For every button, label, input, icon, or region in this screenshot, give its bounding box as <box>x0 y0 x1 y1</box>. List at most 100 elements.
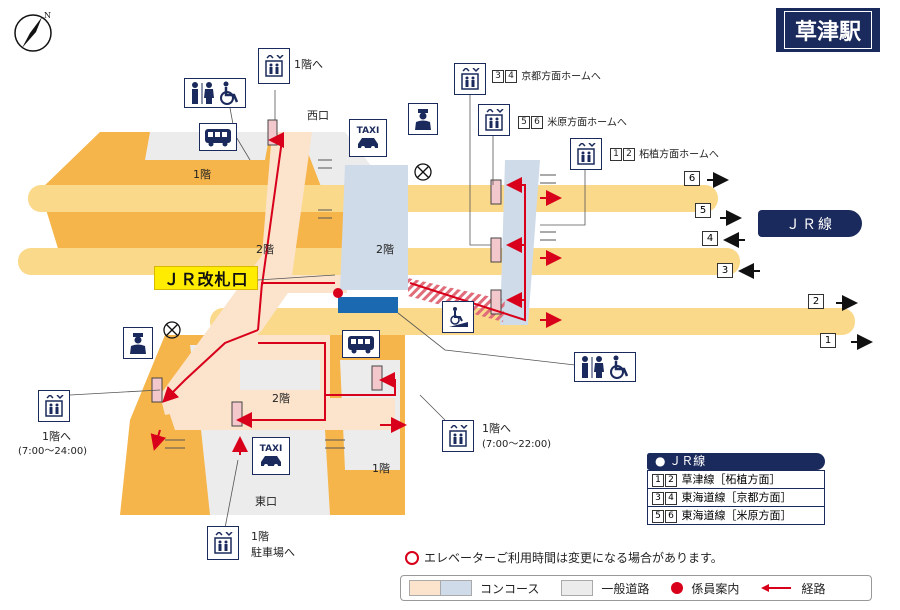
elevator-marker-icon <box>405 550 419 565</box>
legend-number: 6 <box>665 509 677 523</box>
swatch-concourse-blue <box>440 580 472 596</box>
elevator-label-bottom-1: 1階 <box>251 530 269 543</box>
taxi-icon: TAXI <box>349 119 387 157</box>
note-text: エレベーターご利用時間は変更になる場合があります。 <box>424 551 723 565</box>
platform-number: 5 <box>518 116 530 129</box>
legend-row-text: 東海道線［京都方面］ <box>681 491 792 504</box>
track-number-2: 2 <box>808 294 824 309</box>
elevator-label-top: 1階へ <box>294 58 323 71</box>
elevator-shaft-p12 <box>490 289 502 315</box>
platform-number: 3 <box>492 70 504 83</box>
map-key: コンコース 一般道路 係員案内 経路 <box>400 575 872 601</box>
wheelchair-icon <box>610 355 629 379</box>
key-road: 一般道路 <box>601 581 650 596</box>
track-number-5: 5 <box>695 203 711 218</box>
station-title: 草津駅 <box>776 8 880 52</box>
track-number-3: 3 <box>717 263 733 278</box>
svg-text:N: N <box>44 11 51 20</box>
toilet-facility-east <box>574 352 636 382</box>
no-entry-icon <box>163 163 432 339</box>
legend-row-text: 東海道線［米原方面］ <box>681 509 792 522</box>
floor-label-2f-left: 2階 <box>256 243 274 256</box>
platform-number: 1 <box>610 148 622 161</box>
ticket-gate-label: ＪＲ改札口 <box>154 266 258 290</box>
track-number-6: 6 <box>684 171 700 186</box>
elevator-shaft-right <box>371 365 383 391</box>
legend-title: ● ＪＲ線 <box>647 453 825 470</box>
platform-12 <box>210 308 855 335</box>
legend-number: 1 <box>652 473 664 487</box>
toilet-icon <box>582 356 604 378</box>
elevator-hours-note: エレベーターご利用時間は変更になる場合があります。 <box>405 549 723 566</box>
west-exit-label: 西口 <box>307 109 329 122</box>
floor-label-1f-west: 1階 <box>193 168 211 181</box>
elevator-icon <box>478 104 510 136</box>
key-concourse: コンコース <box>480 581 540 596</box>
platform-number: 6 <box>531 116 543 129</box>
station-staff-icon <box>408 103 438 135</box>
floor-label-2f-concourse: 2階 <box>376 243 394 256</box>
route-arrow-icon <box>761 584 792 592</box>
elevator-icon <box>207 526 239 560</box>
taxi-text: TAXI <box>356 126 380 136</box>
ticket-office <box>338 297 398 313</box>
legend-number: 5 <box>652 509 664 523</box>
elevator-icon <box>442 420 474 452</box>
elevator-label-p12-text: 柘植方面ホームへ <box>639 149 719 161</box>
legend-number: 4 <box>665 491 677 505</box>
toilet-icon <box>192 82 214 104</box>
elevator-label-left-2: (7:00～24:00) <box>18 446 88 457</box>
station-name: 草津駅 <box>783 11 872 49</box>
track-number-1: 1 <box>820 333 836 348</box>
elevator-label-bottom-2: 駐車場へ <box>251 546 295 559</box>
legend-row-text: 草津線［柘植方面］ <box>681 473 781 486</box>
toilet-facility-west <box>184 78 246 108</box>
elevator-label-p56-text: 米原方面ホームへ <box>547 117 627 129</box>
floor-label-2f-east: 2階 <box>272 392 290 405</box>
elevator-icon <box>454 63 486 95</box>
elevator-label-right-2: (7:00～22:00) <box>482 439 552 450</box>
east-exit-label: 東口 <box>255 495 277 508</box>
jr-line-badge: ＪＲ線 <box>758 210 862 237</box>
elevator-shaft-top <box>267 119 278 146</box>
elevator-label-p34-text: 京都方面ホームへ <box>521 71 601 83</box>
bus-icon <box>199 123 237 151</box>
track-number-4: 4 <box>702 231 718 246</box>
ramp <box>408 278 505 322</box>
bus-icon <box>342 330 380 358</box>
key-staff: 係員案内 <box>691 581 740 596</box>
wheelchair-icon <box>220 81 239 105</box>
elevator-icon <box>38 390 70 422</box>
key-route: 経路 <box>801 581 826 596</box>
legend-number: 2 <box>665 473 677 487</box>
floor-label-1f-east: 1階 <box>372 462 390 475</box>
legend-number: 3 <box>652 491 664 505</box>
legend-title-text: ＪＲ線 <box>669 454 706 468</box>
concourse-blue <box>340 165 408 290</box>
compass-icon: N <box>14 11 52 52</box>
swatch-concourse-pink <box>409 580 441 596</box>
platform-number: 2 <box>623 148 635 161</box>
elevator-shaft-bottom <box>231 401 243 427</box>
staff-dot-icon <box>671 582 684 594</box>
elevator-label-left-1: 1階へ <box>42 430 71 443</box>
elevator-label-right-1: 1階へ <box>482 422 511 435</box>
taxi-text: TAXI <box>259 444 283 454</box>
elevator-shaft-p34 <box>490 237 502 263</box>
platform-number: 4 <box>505 70 517 83</box>
elevator-shaft-p56 <box>490 179 502 205</box>
staff-dot <box>333 288 343 298</box>
taxi-icon: TAXI <box>252 437 290 475</box>
station-staff-icon <box>123 327 153 359</box>
elevator-icon <box>570 138 602 170</box>
elevator-icon <box>258 48 290 84</box>
swatch-road <box>561 580 594 596</box>
ramp-icon <box>442 301 474 333</box>
